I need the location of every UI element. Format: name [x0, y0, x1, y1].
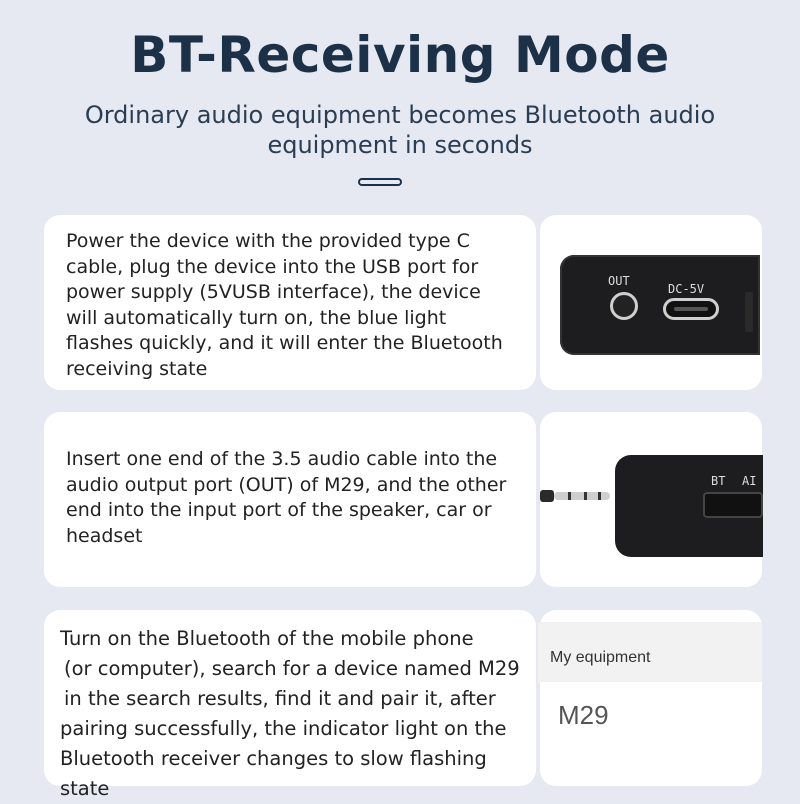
step-2-line: headset: [66, 524, 143, 547]
receiver-device-ports-image: [560, 255, 760, 355]
page-title: BT-Receiving Mode: [130, 26, 670, 84]
subtitle-line-2: equipment in seconds: [267, 131, 533, 159]
step-2-text-card: [44, 412, 536, 587]
step-1-line: flashes quickly, and it will enter the B…: [66, 332, 503, 354]
out-port-label: OUT: [608, 274, 630, 288]
usb-c-port-icon: [663, 298, 719, 320]
step-1-line: receiving state: [66, 357, 208, 380]
step-3-line: pairing successfully, the indicator ligh…: [60, 717, 507, 740]
audio-plug-icon: [540, 490, 610, 502]
step-2-text: Insert one end of the 3.5 audio cable in…: [66, 447, 536, 549]
step-1-line: power supply (5VUSB interface), the devi…: [66, 281, 481, 303]
step-3-line: Turn on the Bluetooth of the mobile phon…: [60, 627, 474, 650]
step-1-text: Power the device with the provided type …: [66, 229, 536, 382]
bluetooth-list-header: [538, 622, 762, 682]
step-1-line: cable, plug the device into the USB port…: [66, 255, 479, 278]
paired-device-name[interactable]: M29: [558, 700, 609, 730]
subtitle-line-1: Ordinary audio equipment becomes Bluetoo…: [84, 101, 716, 129]
step-2-line: end into the input port of the speaker, …: [66, 499, 492, 521]
bt-mode-label: BT: [711, 474, 726, 488]
step-3-line: (or computer), search for a device named…: [64, 657, 520, 680]
step-1-text-card: [44, 215, 536, 390]
step-3-text-card: [44, 610, 536, 786]
step-1-line: will automatically turn on, the blue lig…: [66, 306, 447, 329]
step-3-text: Turn on the Bluetooth of the mobile phon…: [60, 624, 540, 804]
divider-pill: [358, 178, 402, 186]
my-equipment-label: My equipment: [550, 649, 651, 666]
step-2-line: audio output port (OUT) of M29, and the …: [66, 473, 507, 496]
audio-jack-port-icon: [610, 292, 638, 320]
step-1-line: Power the device with the provided type …: [66, 230, 470, 252]
ai-mode-label: AI: [742, 474, 757, 488]
step-3-line: Bluetooth receiver changes to slow flash…: [60, 747, 487, 800]
dc-port-label: DC-5V: [668, 282, 705, 296]
step-2-line: Insert one end of the 3.5 audio cable in…: [66, 448, 498, 470]
step-3-line: in the search results, find it and pair …: [64, 687, 496, 710]
side-button: [745, 292, 753, 332]
page-subtitle: Ordinary audio equipment becomes Bluetoo…: [60, 100, 740, 160]
mode-switch-icon: [703, 492, 763, 518]
